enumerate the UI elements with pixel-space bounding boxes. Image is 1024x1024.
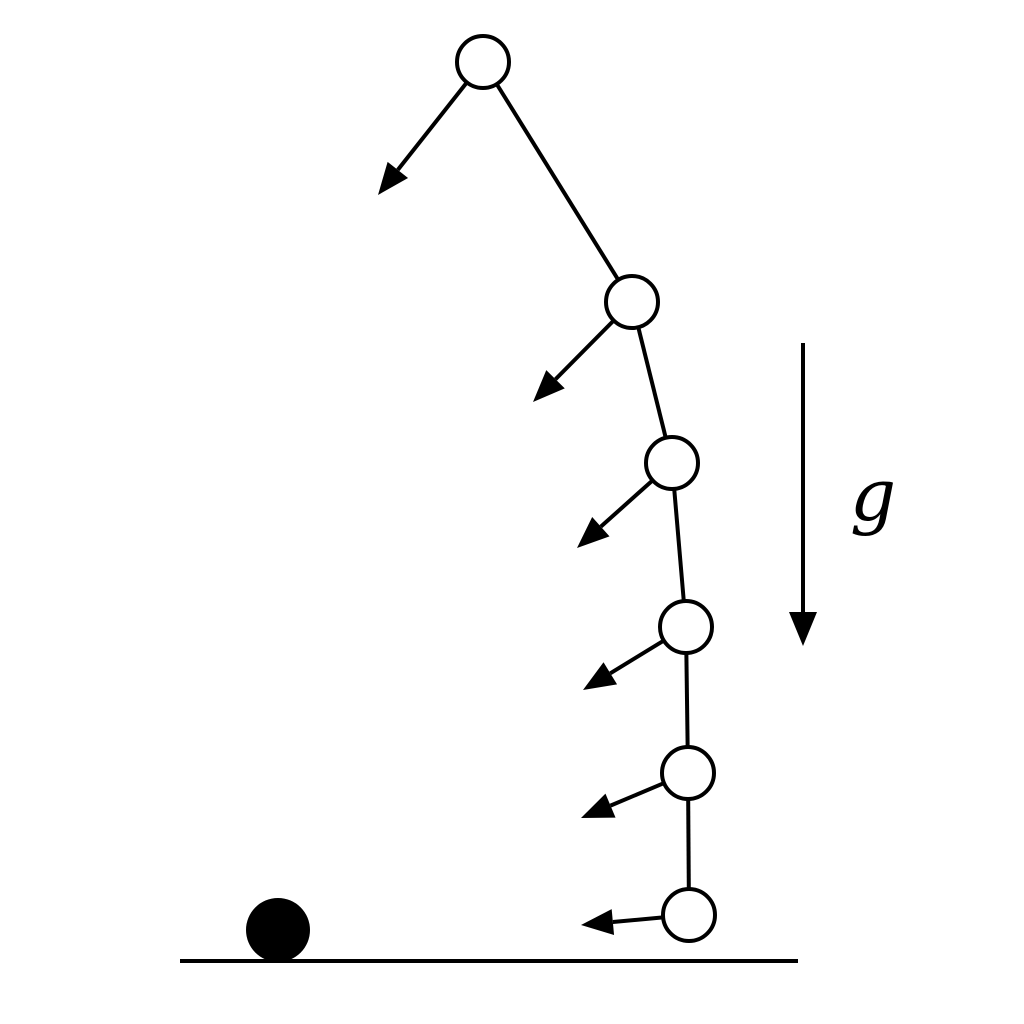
chain-node [455,34,511,90]
chain-link [481,60,634,304]
ball [246,898,310,962]
velocity-arrow [533,319,616,402]
chain-node [661,887,717,943]
chain-node [604,274,660,330]
chain-node [658,599,714,655]
velocity-arrow [577,478,654,548]
velocity-arrow [583,638,665,690]
velocity-arrow [378,81,469,195]
velocity-arrow [581,909,664,935]
velocity-arrow [581,781,665,818]
chain-nodes [455,34,717,943]
velocity-arrows [378,81,665,935]
chain-node [660,745,716,801]
gravity-arrow [789,343,817,646]
chain-node [644,435,700,491]
gravity-label: g [850,453,896,537]
